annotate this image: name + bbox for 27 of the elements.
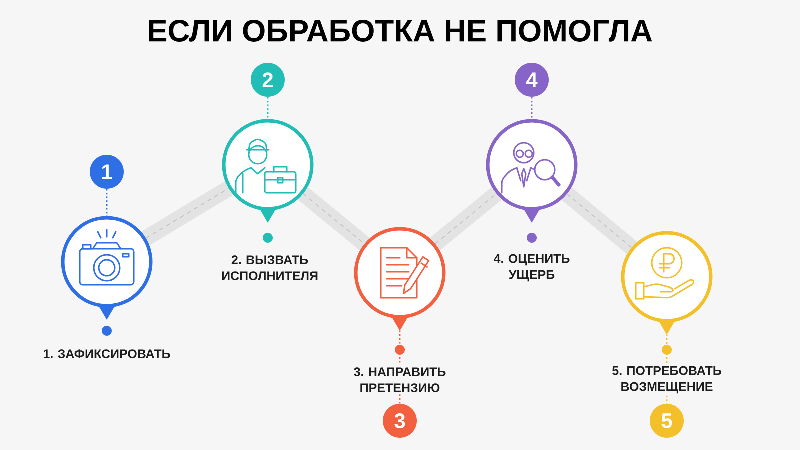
road-connector <box>142 182 233 246</box>
dotted-connector <box>666 396 668 404</box>
pin-marker <box>61 216 153 320</box>
dotted-connector <box>666 334 668 364</box>
pin-marker <box>354 227 446 331</box>
road-connector <box>298 188 370 250</box>
dotted-connector <box>531 97 533 120</box>
pin-marker <box>222 119 314 223</box>
dotted-connector <box>399 330 401 366</box>
pin-marker <box>486 119 578 223</box>
dotted-connector <box>399 394 401 404</box>
number-badge: 3 <box>383 404 417 438</box>
road-connector <box>430 188 502 250</box>
step-label: 2. ВЫЗВАТЬ ИСПОЛНИТЕЛЯ <box>222 256 318 280</box>
number-badge: 1 <box>90 155 124 189</box>
pin-marker <box>621 231 713 335</box>
number-badge: 2 <box>251 63 285 97</box>
number-badge: 4 <box>515 63 549 97</box>
road-connector <box>562 188 637 254</box>
dotted-connector <box>267 97 269 120</box>
number-badge: 5 <box>650 404 684 438</box>
step-label: 5. ПОТРЕБОВАТЬ ВОЗМЕЩЕНИЕ <box>612 366 722 394</box>
title: ЕСЛИ ОБРАБОТКА НЕ ПОМОГЛА <box>149 20 652 42</box>
dotted-connector <box>106 189 108 216</box>
step-label: 1. ЗАФИКСИРОВАТЬ <box>44 350 170 358</box>
step-label: 4. ОЦЕНИТЬ УЩЕРБ <box>494 254 570 282</box>
step-label: 3. НАПРАВИТЬ ПРЕТЕНЗИЮ <box>354 368 446 392</box>
